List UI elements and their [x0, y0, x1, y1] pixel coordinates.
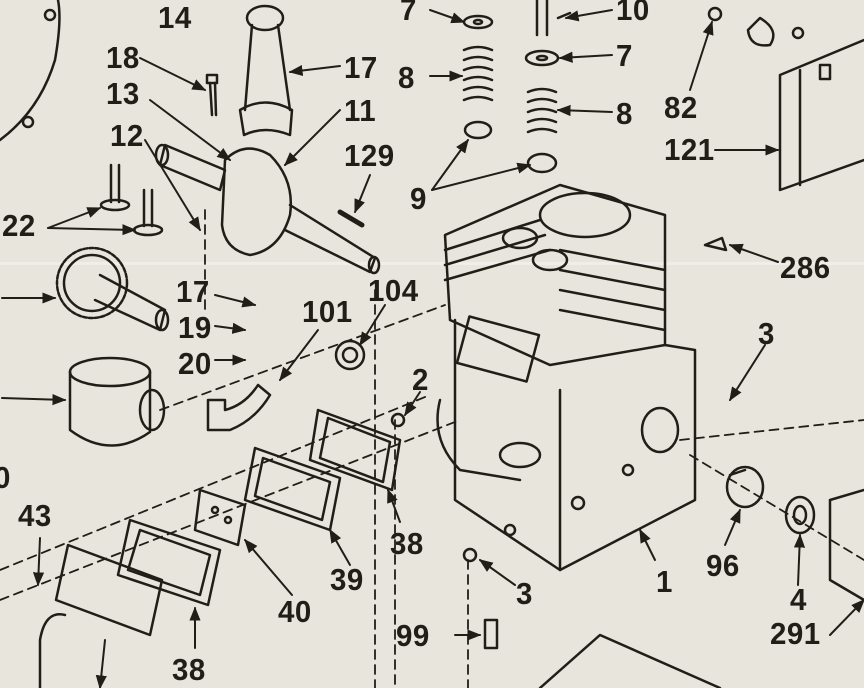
tappet-part [99, 163, 164, 237]
cam-gear-housing-part [68, 356, 166, 447]
part-number-label: 20 [178, 346, 212, 381]
part-number-label: 8 [398, 60, 415, 95]
bracket-part [778, 38, 864, 192]
valve-block-part [193, 488, 247, 547]
dowel-part [483, 618, 499, 650]
part-number-label: 17 [344, 50, 378, 85]
part-number-label: 38 [172, 652, 206, 687]
part-number-label: 2 [412, 362, 429, 397]
plug-part [703, 236, 728, 252]
camshaft-gear-part [55, 246, 170, 332]
part-number-label: 1 [656, 564, 673, 599]
valve-spring-parts [462, 0, 572, 174]
part-number-label: 104 [368, 273, 419, 308]
pin-part [337, 209, 365, 228]
housing-part [828, 488, 864, 602]
seal-part [334, 339, 366, 371]
washer-part [784, 495, 816, 535]
part-number-label: 0 [0, 462, 11, 493]
nut-part [462, 547, 478, 563]
dowel-2-part [390, 412, 406, 428]
part-number-label: 13 [106, 76, 140, 111]
part-number-label: 9 [410, 181, 427, 216]
part-number-label: 7 [400, 0, 417, 27]
part-number-label: 7 [616, 38, 633, 73]
part-number-label: 14 [158, 0, 192, 35]
part-number-label: 121 [664, 132, 715, 167]
crankshaft-part [154, 143, 381, 275]
gear-cover-part [0, 0, 61, 142]
part-number-label: 19 [178, 310, 212, 345]
part-number-label: 101 [302, 294, 353, 329]
part-number-label: 18 [106, 40, 140, 75]
part-number-label: 3 [758, 316, 775, 351]
part-number-label: 22 [2, 208, 36, 243]
part-number-label: 3 [516, 576, 533, 611]
part-number-label: 43 [18, 498, 52, 533]
part-number-label: 8 [616, 96, 633, 131]
elbow-tube-part [206, 383, 272, 432]
part-number-label: 11 [344, 93, 377, 128]
part-number-label: 40 [278, 594, 312, 629]
part-number-label: 12 [110, 118, 144, 153]
part-number-label: 286 [780, 250, 831, 285]
part-number-label: 4 [790, 582, 807, 617]
part-number-label: 99 [396, 618, 430, 653]
part-number-label: 39 [330, 562, 364, 597]
bushing-part [725, 465, 765, 509]
screw-part [707, 6, 805, 47]
part-number-label: 10 [616, 0, 650, 27]
base-part [538, 633, 722, 688]
paper-crease [0, 262, 864, 265]
part-number-label: 96 [706, 548, 740, 583]
part-number-label: 291 [770, 616, 821, 651]
part-number-label: 129 [344, 138, 395, 173]
cover-plate-part [54, 543, 164, 637]
part-number-label: 82 [664, 90, 698, 125]
cylinder-block-part [436, 183, 697, 572]
part-number-label: 38 [390, 526, 424, 561]
tube-part [38, 613, 67, 688]
bolt-part [205, 73, 219, 117]
part-number-label: 17 [176, 274, 210, 309]
breather-gasket-part [308, 408, 402, 492]
connecting-rod-part [238, 4, 294, 137]
gasket-38-part [116, 518, 222, 607]
